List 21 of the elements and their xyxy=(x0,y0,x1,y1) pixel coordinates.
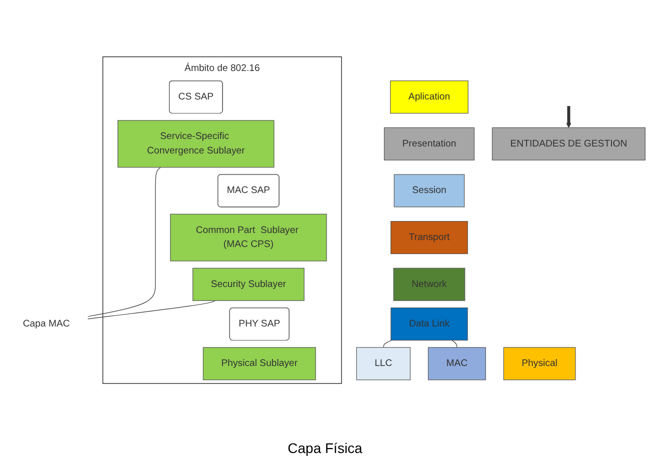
connector xyxy=(88,166,162,317)
node-box: Physical xyxy=(503,347,576,380)
node-box: Session xyxy=(394,174,465,208)
node-box: Physical Sublayer xyxy=(202,347,316,380)
connector xyxy=(88,300,216,320)
node-box: Service-Specific Convergence Sublayer xyxy=(118,120,274,168)
node-box: Security Sublayer xyxy=(192,268,304,301)
node-box: Presentation xyxy=(384,127,475,160)
node-box: Common Part Sublayer (MAC CPS) xyxy=(170,214,327,262)
node-box: LLC xyxy=(356,347,411,380)
arrow xyxy=(566,106,572,128)
node-box: Transport xyxy=(390,220,468,254)
node-box: Data Link xyxy=(390,307,468,340)
connector xyxy=(383,340,392,348)
node-box: Aplication xyxy=(390,80,468,114)
node-box: MAC xyxy=(428,347,486,380)
node-text: Capa MAC xyxy=(22,318,70,329)
layer-label: Capa Física xyxy=(288,440,362,456)
connector xyxy=(452,340,458,348)
node-box: ENTIDADES DE GESTION xyxy=(492,127,646,160)
node-box: Network xyxy=(393,268,466,301)
